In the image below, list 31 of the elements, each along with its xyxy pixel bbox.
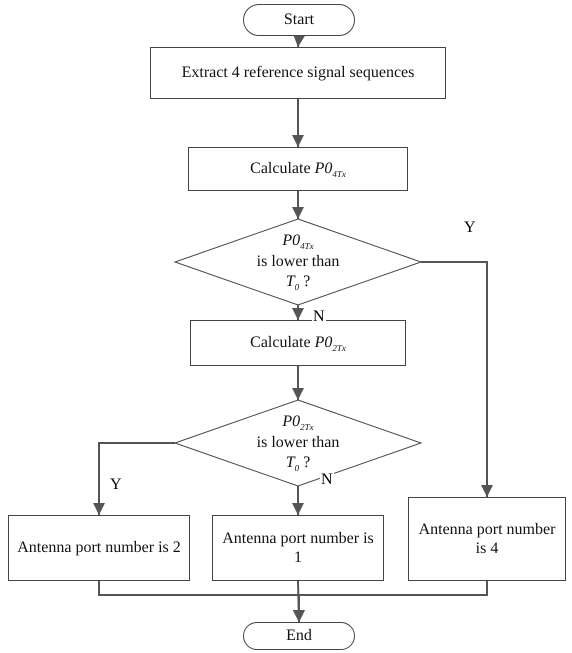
process-box — [150, 47, 446, 99]
terminal-box — [243, 4, 355, 36]
arrow — [292, 486, 304, 515]
node-text: Calculate P0$_{2Tx}$ — [250, 332, 346, 354]
node-text: Start — [284, 10, 314, 30]
node-text: T$_{0}$ ? — [286, 452, 310, 474]
node-text: P0$_{4Tx}$ — [282, 231, 314, 252]
node-text: Antenna port number is 1 — [221, 528, 375, 568]
node-text: Calculate P0$_{4Tx}$ — [250, 158, 346, 180]
process-box — [212, 515, 384, 581]
arrow — [293, 581, 488, 622]
node-text: End — [286, 626, 312, 646]
arrow — [293, 34, 306, 48]
node-text: is lower than — [256, 252, 340, 272]
arrow — [292, 305, 304, 320]
arrow — [421, 261, 493, 497]
node-text: Antenna port number is 2 — [17, 538, 181, 558]
node-text: T$_{0}$ ? — [286, 272, 310, 293]
process-box — [408, 497, 566, 581]
arrow — [292, 99, 304, 147]
process-box — [8, 515, 190, 581]
node-text: Antenna port number is 4 — [418, 520, 556, 558]
terminal-box — [243, 622, 355, 650]
node-text: P0$_{2Tx}$ — [282, 412, 314, 434]
process-box — [190, 320, 406, 366]
arrow — [93, 442, 175, 515]
node-text: is lower than — [256, 433, 340, 453]
node-text: Extract 4 reference signal sequences — [182, 63, 414, 83]
arrow — [292, 191, 304, 219]
arrow — [292, 366, 304, 400]
process-box — [188, 147, 408, 191]
